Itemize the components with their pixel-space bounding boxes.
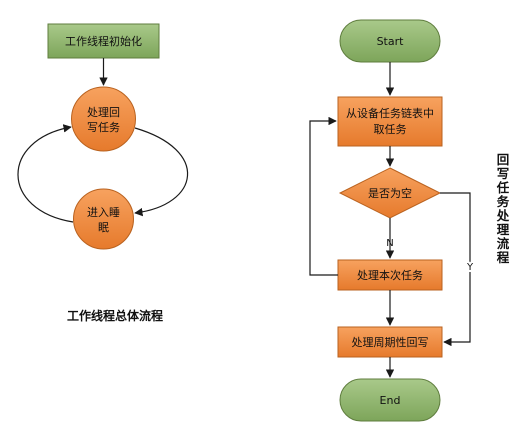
vertical-title-char: 务	[497, 194, 510, 209]
process-task-box	[337, 259, 443, 291]
start-node-label: Start	[377, 35, 405, 48]
vertical-title-char: 程	[497, 250, 510, 265]
decision-label: 是否为空	[368, 186, 412, 200]
periodic-writeback-label: 处理周期性回写	[352, 335, 429, 349]
arc-writeback-to-sleep	[134, 127, 189, 217]
fetch-task-box	[337, 96, 443, 147]
writeback-node-label-line2: 写任务	[87, 121, 120, 134]
periodic-writeback-box	[337, 326, 443, 358]
vertical-title-char: 处	[496, 208, 510, 223]
writeback-task-flow: Start 从设备任务链表中 取任务 是否为空 N 处理本次任务 Y 处理周期性…	[309, 19, 510, 422]
vertical-title-char: 任	[496, 180, 510, 195]
vertical-title: 回 写 任 务 处 理 流 程	[496, 152, 510, 265]
vertical-title-char: 流	[497, 236, 510, 251]
writeback-node	[71, 86, 136, 152]
end-node-label: End	[380, 394, 401, 407]
init-box-label: 工作线程初始化	[65, 34, 142, 48]
vertical-title-char: 写	[497, 166, 510, 181]
end-node	[339, 378, 441, 422]
init-box	[47, 23, 160, 59]
arrow-decision-yes	[440, 192, 471, 347]
process-task-label: 处理本次任务	[357, 268, 423, 282]
sleep-node-label-line2: 眠	[98, 221, 109, 234]
sleep-node-label-line1: 进入睡	[87, 206, 120, 219]
sleep-node	[73, 188, 134, 250]
worker-overall-flow: 工作线程初始化 处理回 写任务 进入睡 眠 工作线程总体流程	[17, 23, 189, 323]
fetch-task-label-line2: 取任务	[374, 123, 407, 136]
arc-sleep-to-writeback	[17, 124, 74, 223]
vertical-title-char: 回	[497, 152, 510, 167]
loop-back-arrow	[309, 116, 338, 276]
watermark: 知乎 @丁凯	[454, 399, 513, 413]
fetch-task-label-line1: 从设备任务链表中	[346, 106, 434, 120]
writeback-node-label-line1: 处理回	[87, 106, 120, 119]
yes-branch-label: Y	[466, 262, 474, 273]
no-branch-label: N	[386, 238, 393, 249]
vertical-title-char: 理	[497, 222, 510, 237]
left-caption: 工作线程总体流程	[67, 308, 163, 323]
